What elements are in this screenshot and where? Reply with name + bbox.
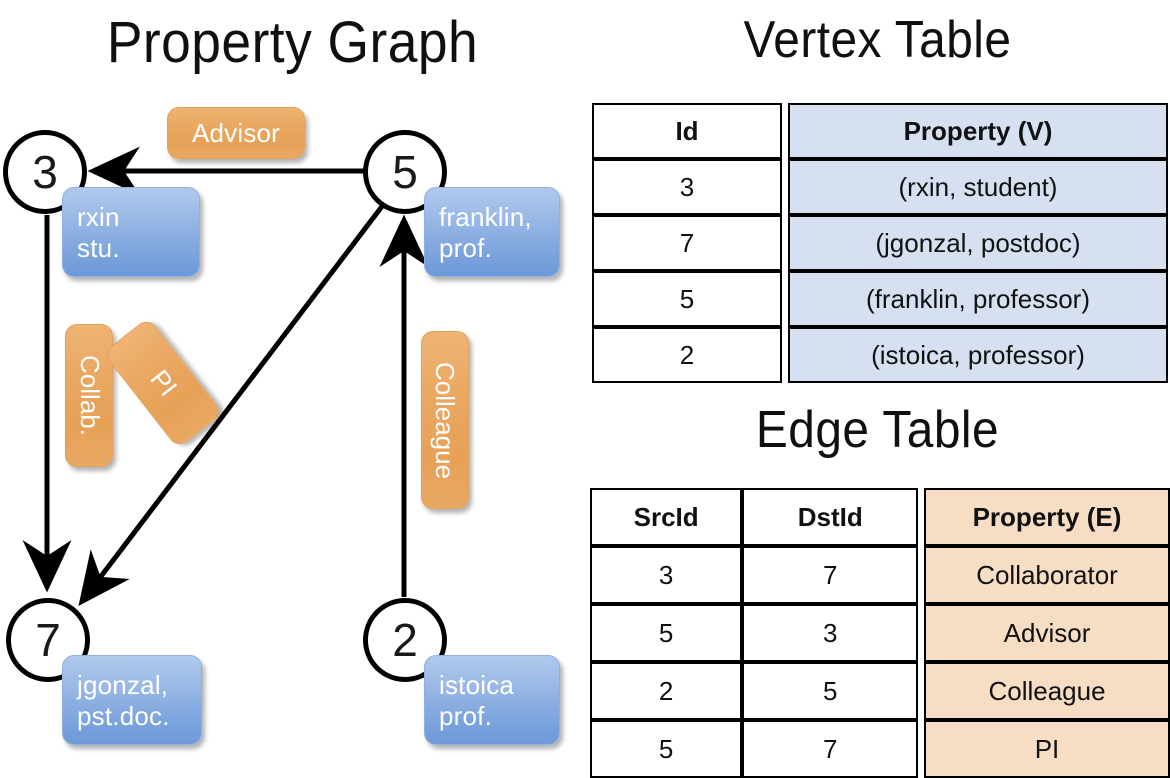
vertex-property-3-line1: rxin [77,202,120,232]
edge-table-header-property: Property (E) [924,488,1170,546]
edge-row-1-dst: 3 [742,604,919,662]
vertex-property-7-line1: jgonzal, [77,670,169,700]
vertex-property-3-line2: stu. [77,233,120,263]
vertex-row-2-id: 5 [592,271,782,327]
table-row[interactable]: 5 3 Advisor [590,604,1170,662]
table-row[interactable]: 2 5 Colleague [590,662,1170,720]
vertex-property-pill-2[interactable]: istoica prof. [424,655,560,745]
edge-label-pill-advisor[interactable]: Advisor [167,107,305,159]
edge-table-header-row: SrcId DstId Property (E) [590,488,1170,546]
vertex-table-header-row: Id Property (V) [592,103,1168,159]
vertex-row-2-property: (franklin, professor) [788,271,1168,327]
edge-label-collab-rotator: Collab. [66,325,112,466]
vertex-property-pill-5[interactable]: franklin, prof. [424,187,560,277]
edge-row-3-property: PI [924,720,1170,778]
page-title-property-graph: Property Graph [106,10,479,75]
vertex-property-7-line2: pst.doc. [77,701,170,731]
edge-table-header-srcid: SrcId [590,488,743,546]
edge-label-colleague: Colleague [430,361,461,479]
table-row[interactable]: 7 (jgonzal, postdoc) [592,215,1168,271]
table-row[interactable]: 3 7 Collaborator [590,546,1170,604]
graph-node-5[interactable]: 5 [363,130,447,214]
vertex-row-3-property: (istoica, professor) [788,327,1168,383]
table-row[interactable]: 3 (rxin, student) [592,159,1168,215]
edge-row-1-src: 5 [590,604,743,662]
slide-canvas: Property Graph Vertex Table Edge Table 3… [3,10,1170,778]
graph-node-2-label: 2 [392,614,418,666]
vertex-row-1-id: 7 [592,215,782,271]
graph-node-5-label: 5 [392,146,418,198]
edge-label-pill-colleague[interactable]: Colleague [421,331,469,509]
edge-row-0-property: Collaborator [924,546,1170,604]
edge-label-pill-collab[interactable]: Collab. [65,324,113,467]
edge-table-header-dstid: DstId [742,488,919,546]
edge-label-collab: Collab. [74,355,105,436]
vertex-table: Id Property (V) 3 (rxin, student) 7 (jgo… [592,103,1168,383]
page-title-edge-table: Edge Table [755,401,1000,459]
table-row[interactable]: 5 (franklin, professor) [592,271,1168,327]
vertex-row-0-id: 3 [592,159,782,215]
table-row[interactable]: 2 (istoica, professor) [592,327,1168,383]
vertex-property-pill-7[interactable]: jgonzal, pst.doc. [62,655,202,745]
edge-row-2-src: 2 [590,662,743,720]
edge-row-2-dst: 5 [742,662,919,720]
edge-table: SrcId DstId Property (E) 3 7 Collaborato… [590,488,1170,778]
edge-row-3-src: 5 [590,720,743,778]
edge-row-0-dst: 7 [742,546,919,604]
edge-row-3-dst: 7 [742,720,919,778]
edge-label-pi: PI [144,363,183,402]
graph-node-3-label: 3 [32,146,58,198]
table-row[interactable]: 5 7 PI [590,720,1170,778]
edge-label-advisor: Advisor [191,117,281,148]
vertex-property-2-line2: prof. [439,701,493,731]
edge-row-1-property: Advisor [924,604,1170,662]
vertex-property-2-line1: istoica [439,670,515,700]
vertex-property-pill-3[interactable]: rxin stu. [62,187,200,277]
graph-node-2[interactable]: 2 [363,598,447,682]
edge-row-2-property: Colleague [924,662,1170,720]
graph-node-7-label: 7 [35,614,61,666]
vertex-row-0-property: (rxin, student) [788,159,1168,215]
vertex-row-1-property: (jgonzal, postdoc) [788,215,1168,271]
vertex-table-header-property: Property (V) [788,103,1168,159]
graph-edges [22,146,429,606]
vertex-property-5-line1: franklin, [439,202,532,232]
edge-row-0-src: 3 [590,546,743,604]
page-title-vertex-table: Vertex Table [743,11,1012,69]
vertex-table-header-id: Id [592,103,782,159]
edge-label-colleague-rotator: Colleague [422,332,468,508]
vertex-property-5-line2: prof. [439,233,493,263]
edge-5-to-7 [78,203,385,606]
vertex-row-3-id: 2 [592,327,782,383]
